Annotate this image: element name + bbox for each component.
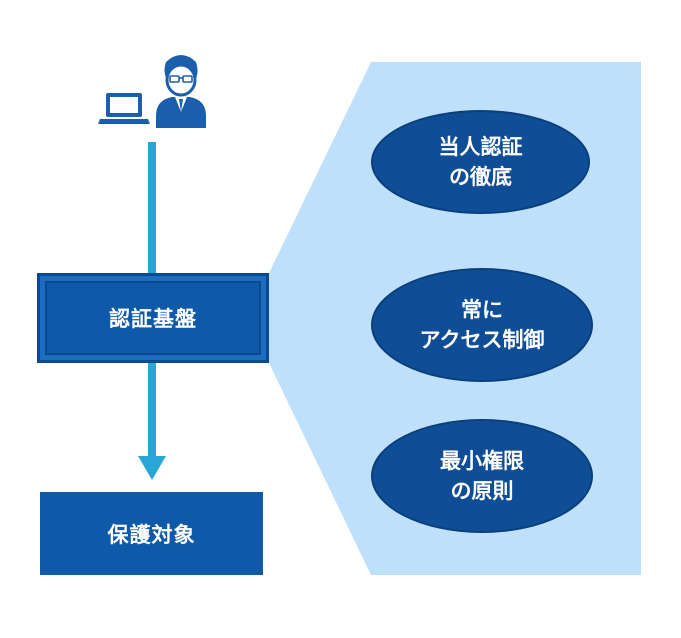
principle-line: アクセス制御 [419, 328, 545, 352]
protected-target-box: 保護対象 [40, 492, 263, 575]
principle-line: の原則 [450, 479, 514, 503]
principle-ellipse-least-privilege: 最小権限 の原則 [371, 419, 593, 533]
auth-base-box: 認証基盤 [37, 273, 269, 363]
user-icon [156, 55, 206, 128]
arrow-head [138, 456, 166, 480]
connector-line-bottom [148, 363, 156, 458]
protected-target-label: 保護対象 [107, 522, 196, 547]
principle-line: 最小権限 [440, 449, 524, 473]
laptop-icon [98, 93, 150, 124]
principle-line: 常に [461, 298, 503, 322]
principle-ellipse-authentication: 当人認証 の徹底 [371, 110, 590, 214]
connector-line-top [148, 142, 156, 273]
principle-ellipse-access-control: 常に アクセス制御 [371, 268, 593, 382]
principle-line: の徹底 [449, 165, 512, 189]
auth-base-label: 認証基盤 [109, 307, 197, 331]
principle-line: 当人認証 [438, 135, 523, 159]
